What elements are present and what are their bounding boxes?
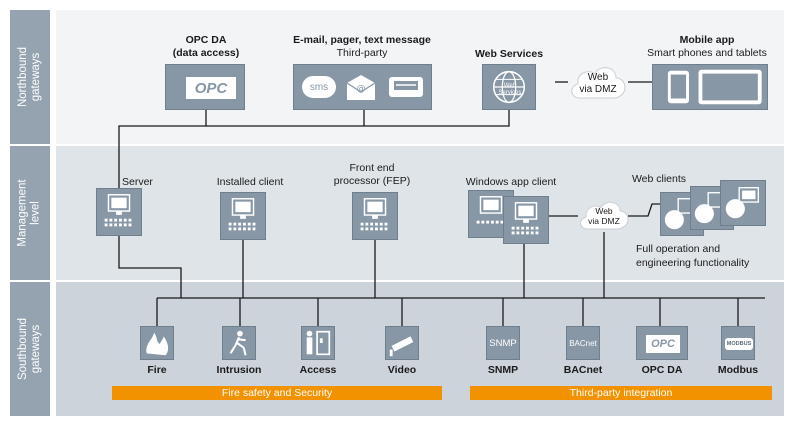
web-services-tile[interactable]: Web Services [482, 64, 536, 110]
sms-bubble-icon: sms [302, 76, 336, 98]
opc-da-tile[interactable]: OPC [165, 64, 245, 110]
web-services-title: Web Services [474, 48, 544, 60]
cloud-icon [571, 67, 626, 99]
opc-da-south-tile[interactable]: OPC [636, 326, 688, 360]
southbound-label: Southbound gateways [10, 282, 50, 416]
opc-da-south-label: OPC DA [641, 364, 683, 376]
line-server-north [118, 110, 207, 188]
line-server-south [118, 236, 182, 298]
bacnet-label: BACnet [563, 364, 603, 376]
access-door-icon [306, 330, 331, 356]
access-tile[interactable] [301, 326, 335, 360]
line-webservices [206, 110, 510, 127]
web-dmz-cloud-mgmt-text: Web via DMZ [588, 206, 620, 226]
snmp-icon-text: SNMP [489, 337, 517, 349]
mobile-app-subtitle: Smart phones and tablets [647, 47, 767, 59]
full-operation-text: Full operation and engineering functiona… [636, 243, 750, 269]
pager-icon [389, 77, 423, 97]
bacnet-icon-text: BACnet [569, 338, 597, 348]
computer-icon [511, 202, 539, 235]
opc-logo-south: OPC [646, 335, 680, 353]
opc-da-title: OPC DA [185, 34, 227, 46]
fep-tile[interactable] [352, 192, 398, 240]
opc-logo: OPC [186, 77, 236, 99]
web-dmz-cloud-mgmt: Web via DMZ [576, 196, 632, 234]
installed-client-tile[interactable] [220, 192, 266, 240]
mobile-app-title: Mobile app [679, 34, 735, 46]
cloud-icon [580, 201, 629, 230]
web-client-tile-3[interactable] [720, 180, 766, 226]
globe-icon [492, 70, 526, 104]
server-tile[interactable] [96, 188, 142, 236]
camera-icon [389, 336, 414, 357]
sms-text: sms [309, 81, 329, 93]
windows-app-client-tile-front[interactable] [503, 196, 549, 244]
fire-tile[interactable] [140, 326, 174, 360]
email-pager-tile[interactable]: sms @ [293, 64, 432, 110]
intruder-icon [229, 330, 247, 356]
server-label: Server [122, 176, 153, 188]
fire-security-bar: Fire safety and Security [112, 386, 442, 400]
access-label: Access [299, 364, 337, 376]
web-clients-label: Web clients [631, 173, 687, 185]
computer-icon [104, 194, 132, 227]
email-envelope-icon: @ [346, 75, 376, 100]
web-services-globe-label: Web Services [498, 83, 522, 96]
fire-label: Fire [147, 364, 167, 376]
email-title: E-mail, pager, text message [293, 34, 431, 46]
globe-computer-icon [725, 187, 759, 219]
svg-text:@: @ [357, 84, 366, 94]
line-cloud-webclients [628, 203, 660, 217]
northbound-label: Northbound gateways [10, 10, 50, 144]
installed-client-label: Installed client [216, 176, 284, 188]
modbus-logo: MODBUS [725, 338, 753, 350]
windows-app-client-label: Windows app client [465, 176, 557, 188]
intrusion-tile[interactable] [222, 326, 256, 360]
modbus-label: Modbus [717, 364, 759, 376]
video-tile[interactable] [385, 326, 419, 360]
web-dmz-cloud-north-text: Web via DMZ [579, 72, 617, 95]
fire-icon [146, 332, 169, 356]
third-party-bar: Third-party integration [470, 386, 772, 400]
email-subtitle: Third-party [336, 47, 388, 59]
smartphone-tablet-icon [667, 69, 762, 105]
opc-logo-south-text: OPC [651, 338, 675, 350]
bacnet-tile[interactable]: BACnet [566, 326, 600, 360]
fep-label: Front end processor (FEP) [333, 162, 411, 187]
opc-logo-text: OPC [194, 79, 228, 97]
modbus-logo-text: MODBUS [726, 341, 752, 347]
computer-icon [476, 196, 504, 224]
intrusion-label: Intrusion [216, 364, 262, 376]
opc-da-subtitle: (data access) [172, 47, 240, 59]
modbus-tile[interactable]: MODBUS [721, 326, 755, 360]
snmp-tile[interactable]: SNMP [486, 326, 520, 360]
mobile-app-tile[interactable] [652, 64, 768, 110]
snmp-label: SNMP [487, 364, 519, 376]
web-dmz-cloud-north: Web via DMZ [566, 60, 630, 104]
computer-icon [228, 198, 256, 231]
computer-icon [360, 198, 388, 231]
video-label: Video [387, 364, 417, 376]
management-label: Management level [10, 146, 50, 280]
